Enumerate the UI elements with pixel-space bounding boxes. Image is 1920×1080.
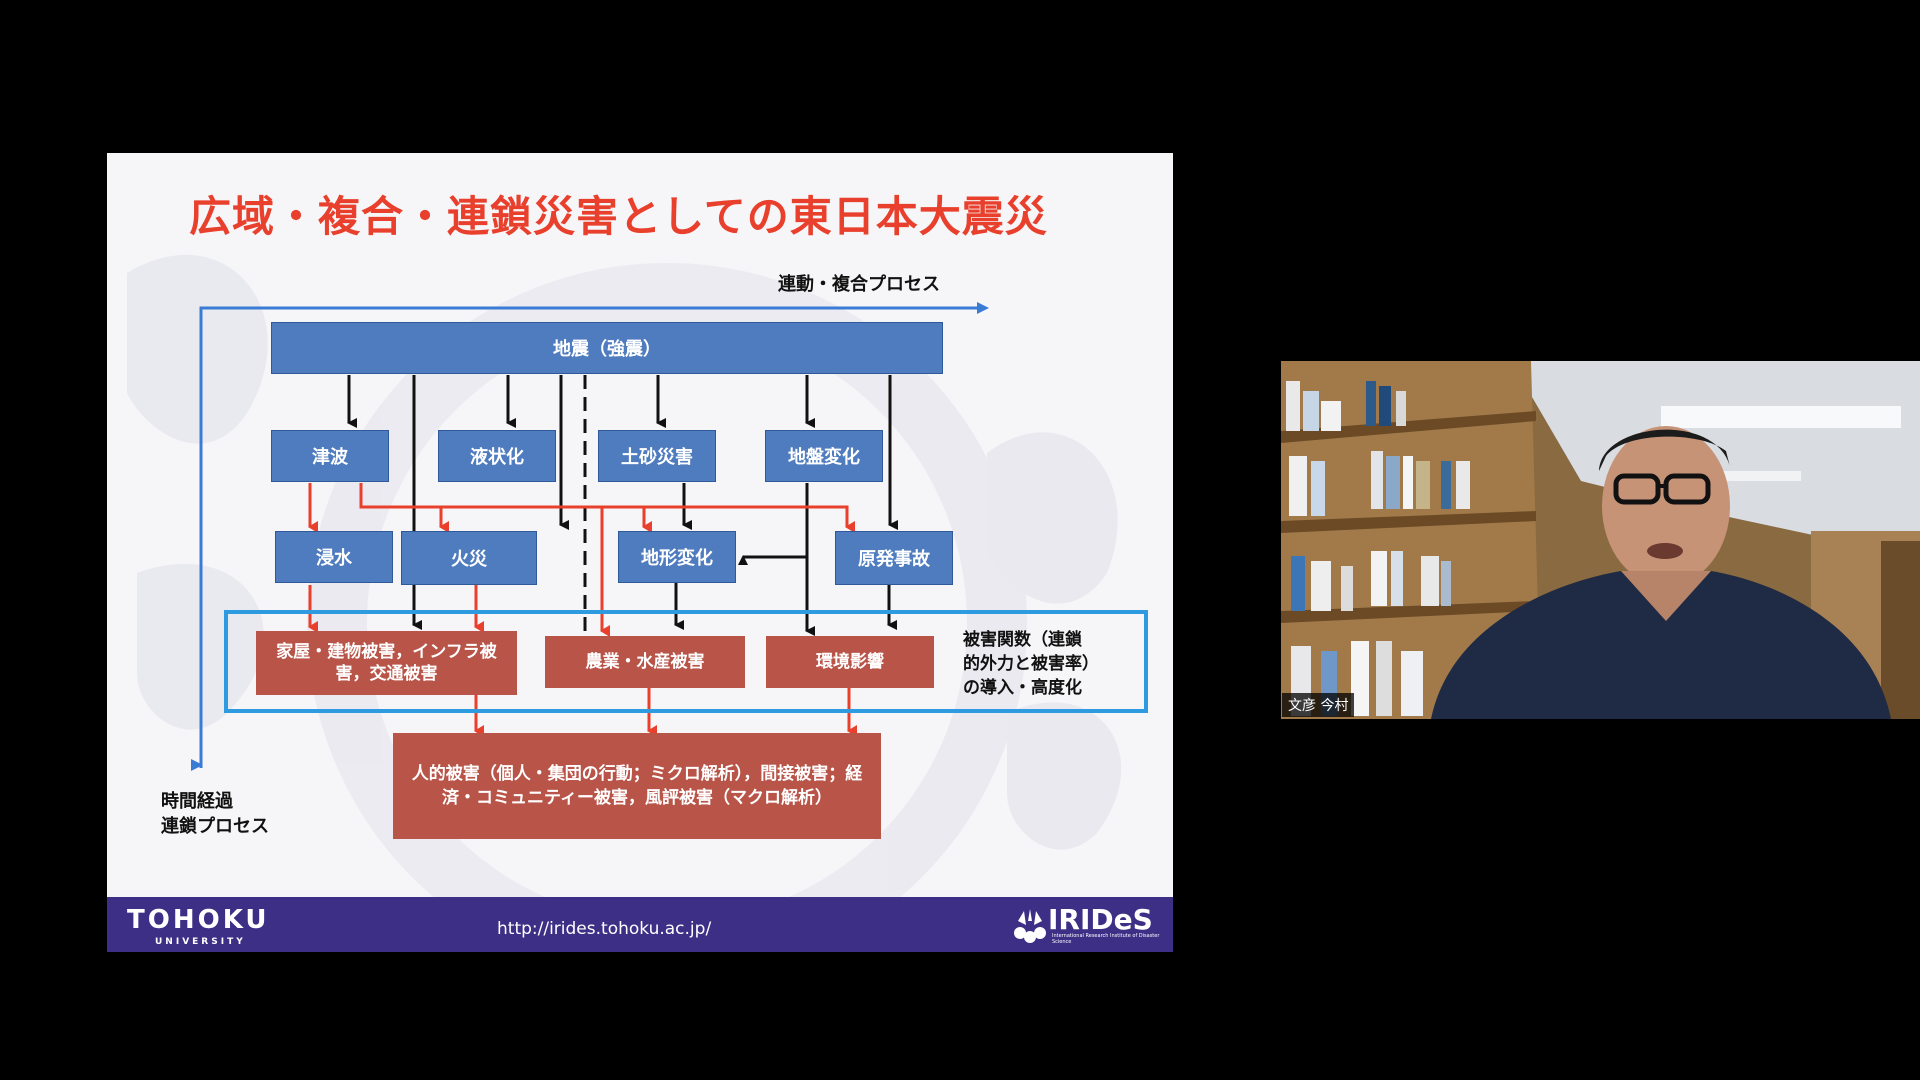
damage-function-note: 被害関数（連鎖的外力と被害率）の導入・高度化	[963, 630, 1091, 698]
box-flooding: 浸水	[275, 531, 393, 583]
box-human-damage: 人的被害（個人・集団の行動；ミクロ解析），間接被害；経済・コミュニティー被害，風…	[393, 733, 881, 839]
box-sediment-disaster: 土砂災害	[598, 430, 716, 482]
box-tsunami: 津波	[271, 430, 389, 482]
box-terrain-change: 地形変化	[618, 531, 736, 583]
participant-video-tile[interactable]: 文彦 今村	[1281, 361, 1920, 719]
box-environment-impact: 環境影響	[766, 636, 934, 688]
box-fire: 火災	[401, 531, 537, 585]
axis-left-label-2: 連鎖プロセス	[161, 816, 269, 837]
slide-footer: TOHOKU UNIVERSITY http://irides.tohoku.a…	[107, 897, 1173, 952]
axis-top-label: 連動・複合プロセス	[778, 274, 940, 295]
box-nuclear-accident: 原発事故	[835, 531, 953, 585]
axis-left-label-1: 時間経過	[161, 791, 233, 812]
box-agriculture-damage: 農業・水産被害	[545, 636, 745, 688]
participant-name-tag: 文彦 今村	[1282, 693, 1355, 717]
irides-name: IRIDeS	[1048, 903, 1153, 936]
tohoku-logo: TOHOKU	[127, 905, 270, 935]
footer-url: http://irides.tohoku.ac.jp/	[497, 919, 712, 939]
slide-title: 広域・複合・連鎖災害としての東日本大震災	[189, 192, 1048, 241]
tohoku-logo-sub: UNIVERSITY	[155, 937, 246, 947]
box-earthquake: 地震（強震）	[271, 322, 943, 374]
box-liquefaction: 液状化	[438, 430, 556, 482]
irides-tagline: International Research Institute of Disa…	[1052, 933, 1160, 945]
damage-function-frame	[224, 610, 1148, 713]
participant-video-frame	[1281, 361, 1920, 719]
irides-logo: IRIDeS International Research Institute …	[1012, 903, 1162, 947]
irides-mark-icon	[1014, 909, 1046, 943]
shared-slide: 広域・複合・連鎖災害としての東日本大震災	[107, 153, 1173, 952]
box-building-damage: 家屋・建物被害，インフラ被害，交通被害	[256, 631, 517, 695]
box-ground-change: 地盤変化	[765, 430, 883, 482]
